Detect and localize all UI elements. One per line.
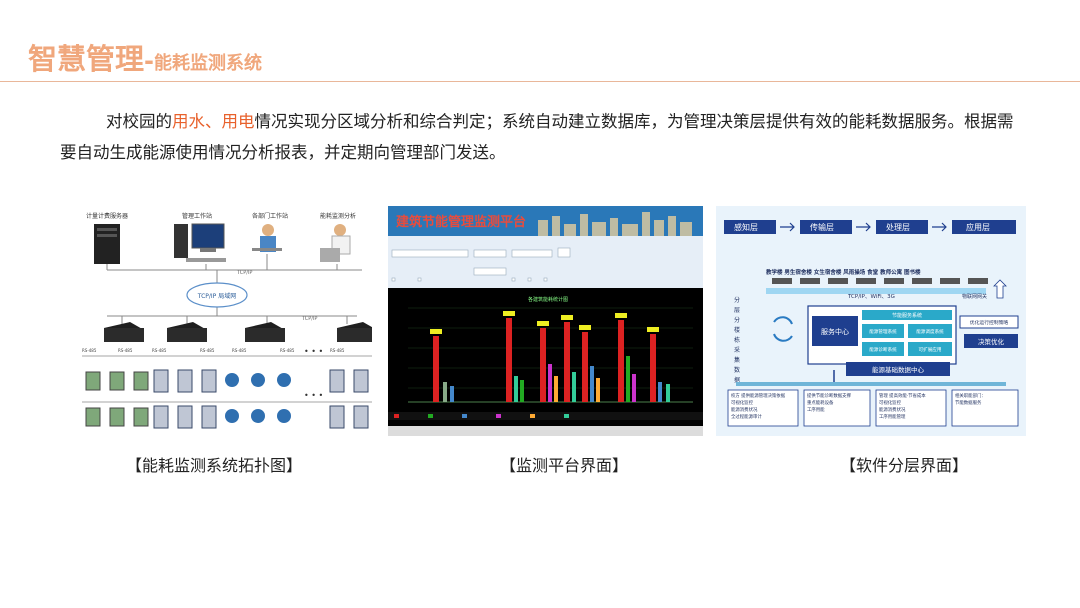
label-energy-analysis: 能耗监测分析 [320,212,356,220]
iot-gateway: 物联网网关 [962,293,987,300]
intro-text-2: 情况实现分区域分析和综合判定；系统自动建立数据库，为管理决策层提供有效的能耗数据… [60,112,1014,162]
sync-icon [773,316,793,342]
label-rs485: RS-485 [82,348,97,353]
svg-text:节能服务系统: 节能服务系统 [892,312,922,319]
title-main: 智慧管理 [28,42,145,76]
svg-text:服务中心: 服务中心 [821,327,849,336]
label-rs485: RS-485 [232,348,247,353]
label-tcpip-mid: TCP/IP [301,316,317,322]
label-rs485: RS-485 [280,348,295,353]
bar-chart [433,318,670,402]
bottom-box-2: 提供节能诊断数据支撑重点能耗设备工序用能 [807,392,852,413]
layer-application: 应用层 [966,222,990,232]
svg-text:能源管理系统: 能源管理系统 [869,328,897,335]
label-mgmt-station: 管理工作站 [182,212,212,220]
bottom-box-3: 管理 提高效能·节省成本可视化监控能源消费状况工序用能管理 [879,392,926,420]
gateway-icons [104,322,372,342]
dots-low: • • • [304,391,323,400]
label-rs485: RS-485 [118,348,133,353]
page-title: 智慧管理-能耗监测系统 [28,36,262,78]
label-lan: TCP/IP 局域网 [197,292,236,300]
buildings-row: 教学楼 男生宿舍楼 女生宿舍楼 风雨操场 食堂 教师公寓 图书楼 [765,268,921,276]
up-arrow-icon [993,279,1007,299]
workstation-icon [174,223,226,262]
intro-highlight-power: 用电 [221,112,255,131]
network-label: TCP/IP、WiFi、3G [847,294,895,300]
caption-platform: 【监测平台界面】 [500,456,629,475]
caption-layers: 【软件分层界面】 [840,456,969,475]
bottom-box-4: 相关职能部门：节能数据服务 [955,392,986,406]
svg-text:能源调度系统: 能源调度系统 [916,328,944,335]
label-dept-station: 各部门工作站 [252,212,288,220]
layer-transport: 传输层 [810,222,834,232]
dept-user-icon [252,224,282,252]
title-subtitle: 能耗监测系统 [153,53,262,74]
label-tcpip-top: TCP/IP [236,270,252,276]
bottom-box-1: 校方 提供能源管理决策依据可视化监控能源消费状况全过程能源审计 [731,392,786,420]
chart-title: 各建筑能耗统计图 [528,296,568,303]
decision-opt: 决策优化 [978,337,1005,346]
topology-diagram: 计量计费服务器 管理工作站 各部门工作站 能耗监测分析 [82,206,372,436]
dots-mid: • • • [304,347,323,356]
meter-icons [85,369,369,429]
platform-title: 建筑节能管理监测平台 [396,214,526,230]
db-center: 能源基础数据中心 [872,365,925,374]
layers-diagram: 感知层 传输层 处理层 应用层 教学楼 男生宿舍楼 女生宿舍楼 风雨操场 食堂 … [716,206,1026,436]
intro-highlight-water: 用水、 [172,112,222,131]
service-center: 服务中心 节能服务系统 能源管理系统 能源调度系统 能源诊断系统 可扩展应用 [807,305,957,365]
filter-form [391,247,571,282]
platform-screenshot: 建筑节能管理监测平台 各建筑能耗统计图 [388,206,703,436]
intro-text-1: 对校园的 [106,112,172,131]
legend [388,412,703,420]
intro-paragraph: 对校园的用水、用电情况实现分区域分析和综合判定；系统自动建立数据库，为管理决策层… [60,106,1020,168]
caption-topology: 【能耗监测系统拓扑图】 [126,456,303,475]
building-icons [772,278,988,284]
bar-labels [430,311,659,334]
svg-text:可扩展应用: 可扩展应用 [919,346,942,353]
title-divider [0,81,1080,82]
analyst-icon [320,224,351,262]
network-cloud-icon: TCP/IP 局域网 [186,282,248,308]
left-label: 分层分楼栋采集数据 [734,296,740,384]
layer-header: 感知层 传输层 处理层 应用层 [724,220,1016,234]
layer-process: 处理层 [886,222,910,232]
bottom-boxes [727,389,1019,427]
svg-text:能源诊断系统: 能源诊断系统 [869,346,897,353]
label-billing-server: 计量计费服务器 [86,212,128,220]
layer-sense: 感知层 [734,222,758,232]
label-rs485: RS-485 [330,348,345,353]
opt-control: 优化运行控制策略 [970,319,1009,326]
label-rs485: RS-485 [200,348,215,353]
label-rs485: RS-485 [152,348,167,353]
server-icon [94,224,120,264]
title-separator: - [144,47,154,75]
skyline-graphic [538,212,692,236]
